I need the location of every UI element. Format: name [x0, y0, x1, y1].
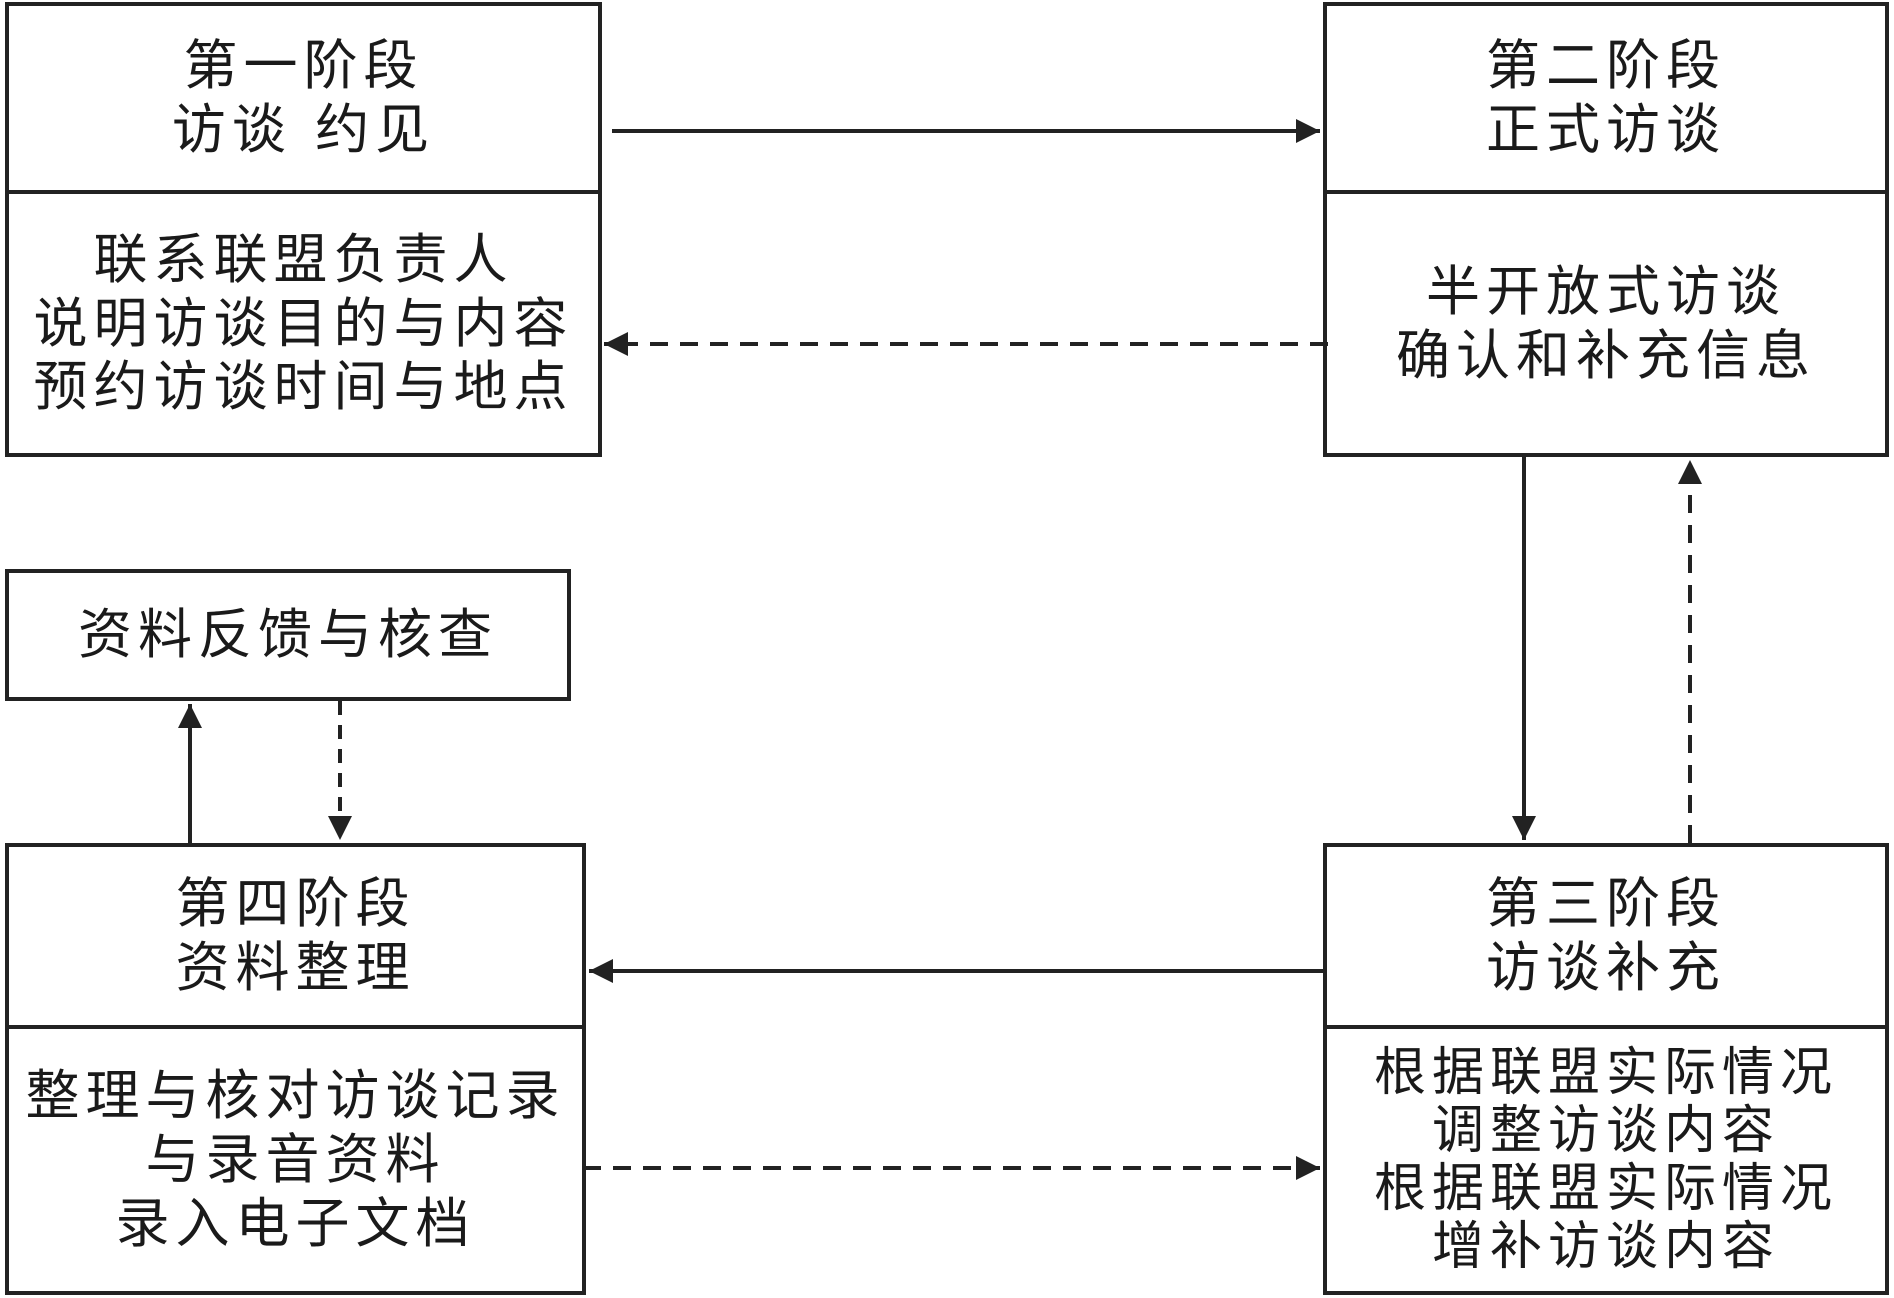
stage4-line-2: 与录音资料: [145, 1128, 446, 1192]
stage2-header: 第二阶段 正式访谈: [1327, 6, 1885, 194]
stage4-body: 整理与核对访谈记录 与录音资料 录入电子文档: [9, 1029, 582, 1291]
stage4-line-3: 录入电子文档: [115, 1191, 476, 1255]
stage1-header: 第一阶段 访谈 约见: [9, 6, 598, 194]
stage4-line-1: 整理与核对访谈记录: [25, 1064, 566, 1128]
stage3-line-3: 根据联盟实际情况: [1373, 1159, 1838, 1219]
feedback-label: 资料反馈与核查: [78, 603, 498, 667]
stage3-line-4: 增补访谈内容: [1431, 1217, 1780, 1278]
stage1-line-1: 联系联盟负责人: [93, 227, 514, 291]
stage4-header: 第四阶段 资料整理: [9, 847, 582, 1029]
stage2-title: 第二阶段: [1486, 34, 1726, 98]
stage3-line-2: 调整访谈内容: [1431, 1100, 1780, 1161]
stage4-box: 第四阶段 资料整理 整理与核对访谈记录 与录音资料 录入电子文档: [5, 843, 586, 1295]
stage4-title: 第四阶段: [175, 872, 416, 936]
stage2-line-1: 半开放式访谈: [1426, 259, 1786, 323]
stage3-line-1: 根据联盟实际情况: [1373, 1042, 1838, 1103]
stage2-body: 半开放式访谈 确认和补充信息: [1327, 194, 1885, 453]
feedback-box: 资料反馈与核查: [5, 569, 571, 701]
stage1-box: 第一阶段 访谈 约见 联系联盟负责人 说明访谈目的与内容 预约访谈时间与地点: [5, 2, 602, 457]
stage2-line-2: 确认和补充信息: [1396, 323, 1816, 387]
stage2-subtitle: 正式访谈: [1486, 98, 1726, 161]
stage3-subtitle: 访谈补充: [1486, 936, 1726, 999]
stage3-header: 第三阶段 访谈补充: [1327, 847, 1885, 1029]
stage3-title: 第三阶段: [1486, 872, 1726, 936]
stage1-line-3: 预约访谈时间与地点: [33, 355, 574, 419]
stage3-body: 根据联盟实际情况 调整访谈内容 根据联盟实际情况 增补访谈内容: [1327, 1029, 1885, 1291]
stage1-title: 第一阶段: [183, 34, 424, 98]
stage1-body: 联系联盟负责人 说明访谈目的与内容 预约访谈时间与地点: [9, 194, 598, 453]
stage1-line-2: 说明访谈目的与内容: [33, 291, 574, 355]
stage1-subtitle: 访谈 约见: [171, 98, 436, 161]
stage2-box: 第二阶段 正式访谈 半开放式访谈 确认和补充信息: [1323, 2, 1889, 457]
stage4-subtitle: 资料整理: [175, 936, 416, 999]
stage3-box: 第三阶段 访谈补充 根据联盟实际情况 调整访谈内容 根据联盟实际情况 增补访谈内…: [1323, 843, 1889, 1295]
